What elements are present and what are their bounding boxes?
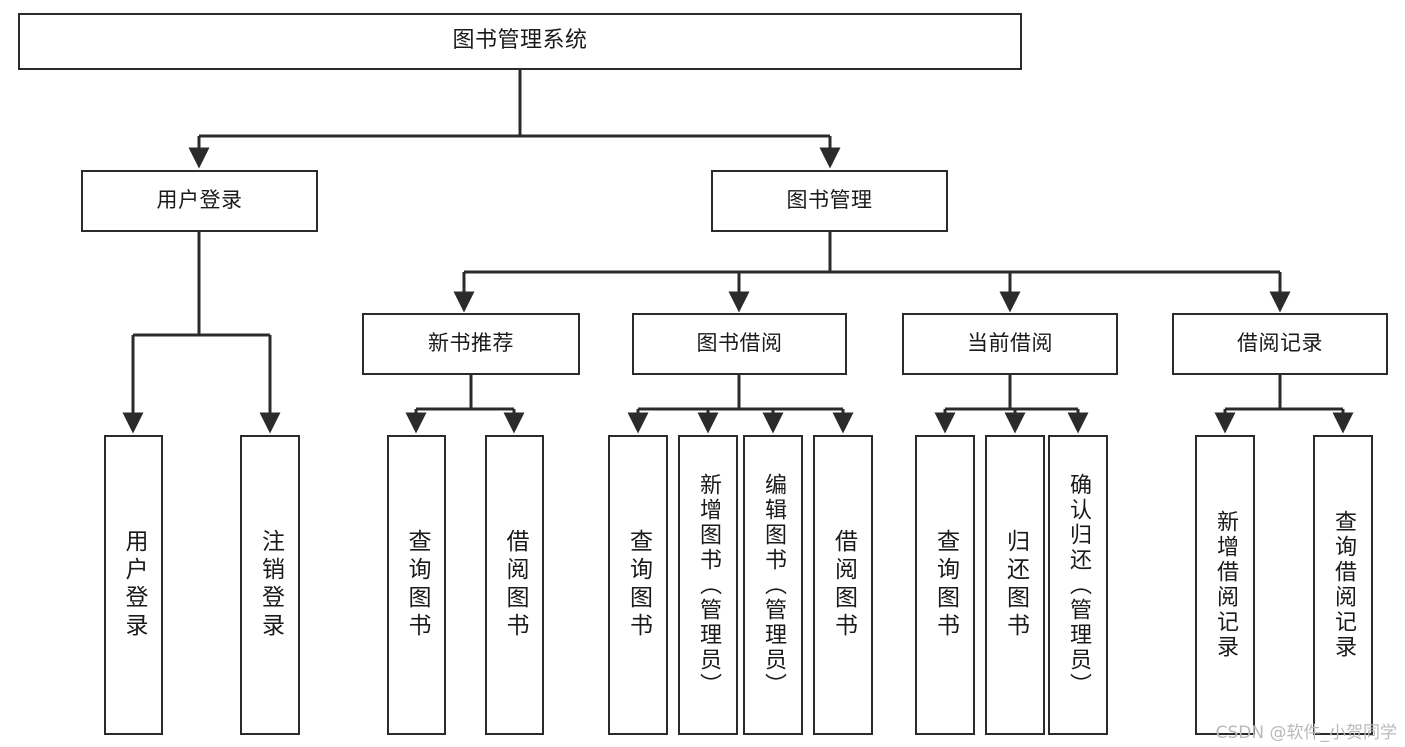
node-leaf-return-book[interactable]: 归还图书	[985, 435, 1045, 735]
node-leaf-query-book-borrow[interactable]: 查询图书	[608, 435, 668, 735]
node-leaf-add-borrow-record[interactable]: 新增借阅记录	[1195, 435, 1255, 735]
node-leaf-edit-book-admin[interactable]: 编辑图书（管理员）	[743, 435, 803, 735]
node-leaf-confirm-return-admin[interactable]: 确认归还（管理员）	[1048, 435, 1108, 735]
node-current-borrow[interactable]: 当前借阅	[902, 313, 1118, 375]
node-borrow-record[interactable]: 借阅记录	[1172, 313, 1388, 375]
node-root-book-management-system[interactable]: 图书管理系统	[18, 13, 1022, 70]
node-label: 借阅图书	[830, 529, 857, 641]
node-user-login[interactable]: 用户登录	[81, 170, 318, 232]
node-new-book-recommend[interactable]: 新书推荐	[362, 313, 580, 375]
node-label: 借阅图书	[502, 529, 528, 641]
node-label: 编辑图书（管理员）	[761, 472, 786, 698]
node-label: 注销登录	[257, 529, 284, 641]
node-leaf-borrow-book[interactable]: 借阅图书	[813, 435, 873, 735]
node-leaf-query-book-current[interactable]: 查询图书	[915, 435, 975, 735]
node-label: 当前借阅	[967, 331, 1053, 356]
node-leaf-add-book-admin[interactable]: 新增图书（管理员）	[678, 435, 738, 735]
node-leaf-query-borrow-record[interactable]: 查询借阅记录	[1313, 435, 1373, 735]
node-book-borrow[interactable]: 图书借阅	[632, 313, 847, 375]
node-leaf-logout[interactable]: 注销登录	[240, 435, 300, 735]
node-label: 查询借阅记录	[1331, 510, 1356, 660]
node-label: 图书借阅	[696, 331, 783, 356]
node-label: 确认归还（管理员）	[1066, 472, 1091, 698]
watermark-text: CSDN @软件_小贺同学	[1215, 723, 1397, 743]
node-leaf-query-book-recommend[interactable]: 查询图书	[387, 435, 446, 735]
node-book-management[interactable]: 图书管理	[711, 170, 948, 232]
node-label: 查询图书	[625, 529, 652, 641]
node-label: 归还图书	[1002, 529, 1029, 641]
node-leaf-user-login[interactable]: 用户登录	[104, 435, 163, 735]
node-label: 查询图书	[932, 529, 959, 641]
node-label: 查询图书	[404, 529, 430, 641]
node-label: 借阅记录	[1237, 331, 1323, 356]
node-label: 新增借阅记录	[1213, 510, 1238, 660]
node-label: 图书管理系统	[452, 28, 588, 54]
node-label: 新增图书（管理员）	[696, 472, 721, 698]
node-label: 图书管理	[786, 188, 873, 213]
node-label: 新书推荐	[428, 331, 514, 356]
node-leaf-borrow-book-recommend[interactable]: 借阅图书	[485, 435, 544, 735]
node-label: 用户登录	[121, 529, 147, 641]
node-label: 用户登录	[156, 188, 243, 213]
